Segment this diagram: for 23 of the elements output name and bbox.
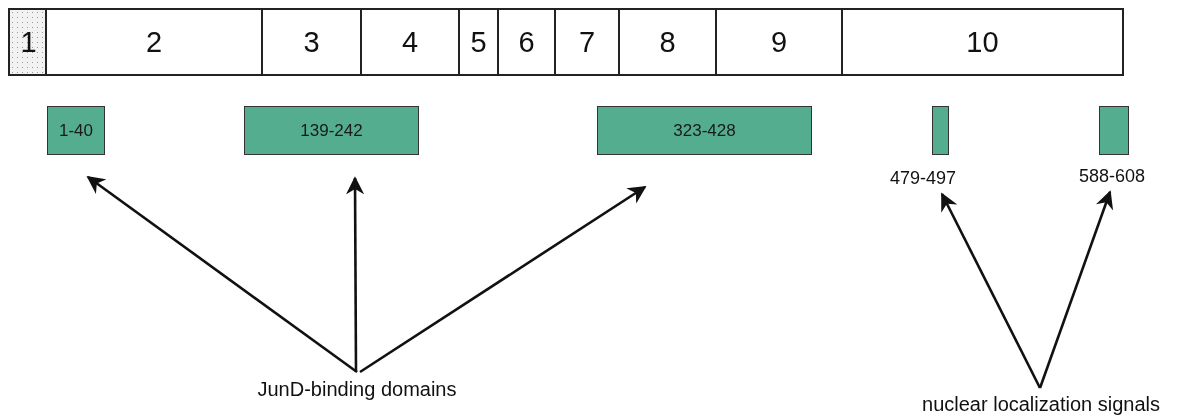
exon-box: 2 — [45, 8, 263, 76]
arrow — [359, 185, 647, 374]
arrow — [86, 175, 358, 374]
domain-bar: 323-428 — [597, 106, 812, 155]
range-label: 479-497 — [889, 168, 957, 189]
caption-text: JunD-binding domains — [230, 375, 484, 403]
domain-bar: 1-40 — [47, 106, 105, 155]
arrow — [346, 176, 365, 372]
exon-box: 6 — [497, 8, 556, 76]
domain-bar — [932, 106, 949, 155]
caption-text: nuclear localization signals — [916, 390, 1166, 417]
exon-box: 10 — [841, 8, 1124, 76]
exon-box: 3 — [261, 8, 362, 76]
domain-bar — [1099, 106, 1129, 155]
range-label: 588-608 — [1078, 166, 1146, 187]
arrow — [940, 192, 1042, 389]
exon-box: 4 — [360, 8, 460, 76]
arrow — [1038, 190, 1114, 389]
domain-bar: 139-242 — [244, 106, 419, 155]
exon-box: 5 — [458, 8, 499, 76]
exon-box: 9 — [715, 8, 843, 76]
exon-box: 7 — [554, 8, 620, 76]
exon-box: 8 — [618, 8, 717, 76]
